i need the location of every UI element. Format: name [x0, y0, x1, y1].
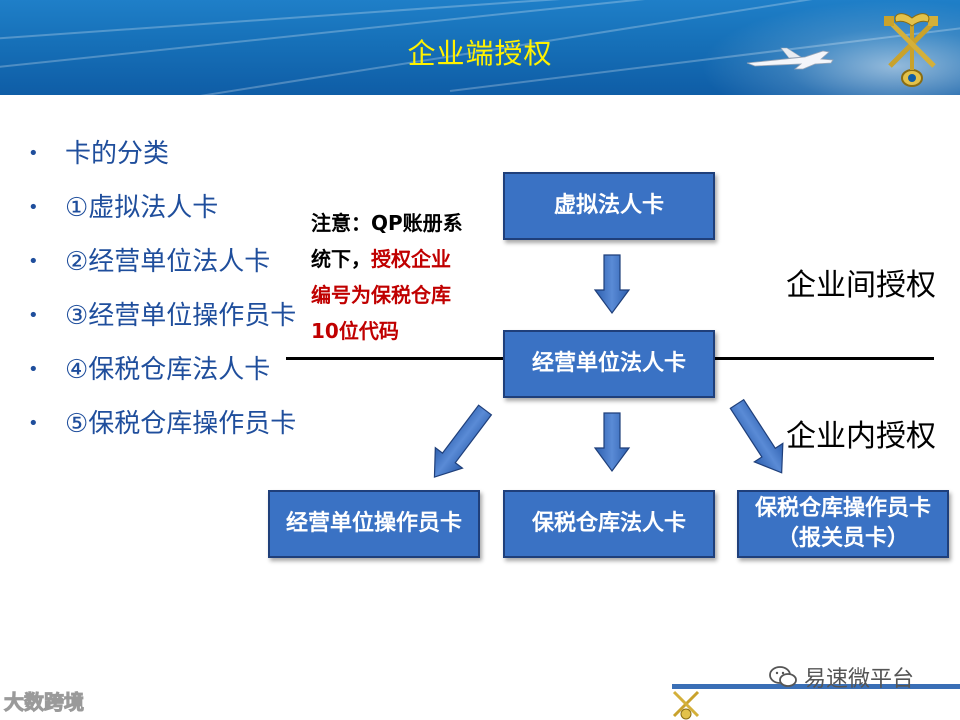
watermark-right-text: 易速微平台: [804, 661, 914, 693]
bonded-warehouse-operator-card-box: 保税仓库操作员卡 （报关员卡）: [737, 490, 949, 558]
bonded-warehouse-legal-person-card-box: 保税仓库法人卡: [503, 490, 715, 558]
box-label: 保税仓库操作员卡: [755, 494, 931, 524]
box-label: 经营单位操作员卡: [286, 509, 462, 539]
watermark-right: 易速微平台: [768, 661, 914, 693]
box-sublabel: （报关员卡）: [777, 524, 909, 554]
inter-enterprise-authorization-label: 企业间授权: [786, 260, 936, 304]
arrow-down-left: [421, 400, 499, 488]
arrow-down-top: [595, 255, 629, 313]
arrow-down-center: [595, 413, 629, 471]
business-unit-operator-card-box: 经营单位操作员卡: [268, 490, 480, 558]
wechat-icon: [768, 665, 798, 689]
watermark-left: 大数跨境: [4, 686, 84, 715]
watermark-left-text: 大数跨境: [4, 690, 84, 714]
virtual-legal-person-card-box: 虚拟法人卡: [503, 172, 715, 240]
business-unit-legal-person-card-box: 经营单位法人卡: [503, 330, 715, 398]
box-label: 保税仓库法人卡: [532, 509, 686, 539]
footer-emblem-icon: [668, 686, 704, 720]
intra-enterprise-authorization-label: 企业内授权: [786, 411, 936, 455]
arrow-down-right: [723, 395, 796, 482]
